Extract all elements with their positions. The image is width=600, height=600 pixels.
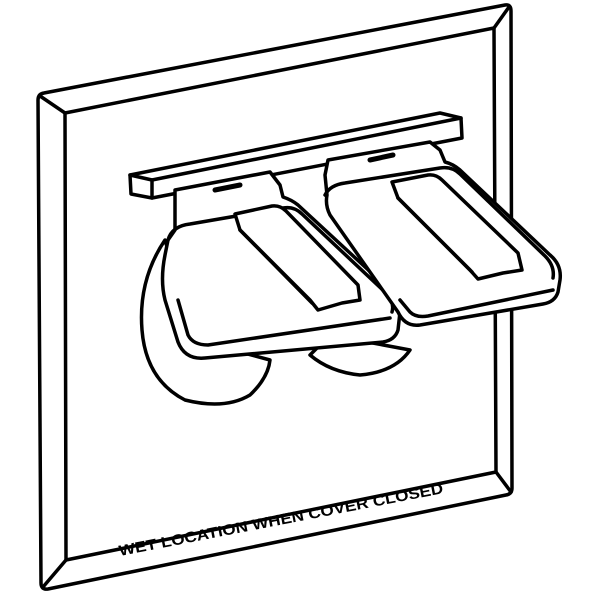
left-lid-tab-edge xyxy=(238,228,314,305)
right-lid-raised-tab xyxy=(390,173,524,281)
left-lid-front-face xyxy=(176,298,392,347)
right-lid-front-face xyxy=(398,288,555,319)
right-lid-top-rim xyxy=(323,165,556,280)
right-lid-tab-edge xyxy=(396,196,474,274)
plate-bevel-corner-tr xyxy=(492,5,511,30)
cover-assembly xyxy=(128,111,563,406)
plate-bevel-corner-tl xyxy=(38,94,67,115)
plate-bevel-corner-bl xyxy=(41,558,68,589)
left-lid-raised-tab xyxy=(233,204,362,312)
left-lid-slot-mark xyxy=(212,182,243,193)
right-lid-slot-mark xyxy=(367,152,396,163)
plate-bevel-corner-br xyxy=(494,470,513,494)
